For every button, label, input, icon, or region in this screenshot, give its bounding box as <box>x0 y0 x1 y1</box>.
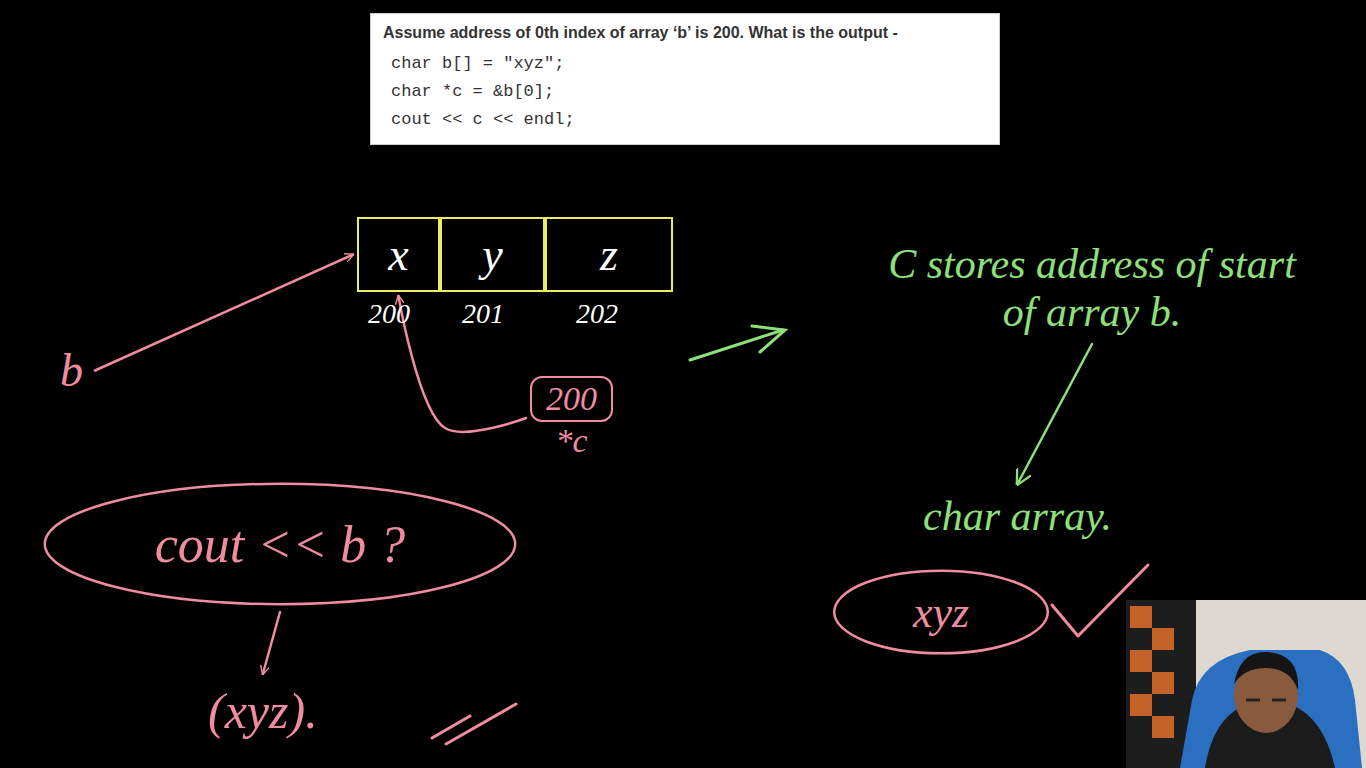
node-text: Assume address of 0th index of array ‘b’… <box>383 22 985 44</box>
connector-arrow <box>399 296 527 432</box>
node-text: 200 <box>530 376 613 422</box>
node-text: C stores address of start of array b. <box>870 240 1314 336</box>
array-cell: y <box>440 217 545 292</box>
node-text: xyz <box>913 587 969 638</box>
node-text: x <box>388 228 408 281</box>
question-ellipse: cout << b ? <box>40 480 520 608</box>
tick-mark <box>432 704 516 744</box>
node-subtext: *c <box>555 422 587 460</box>
node-subtext: cout << c << endl; <box>383 106 985 134</box>
node-text: b <box>60 344 83 397</box>
webcam-inset <box>1126 600 1366 768</box>
node-subtext: char b[] = "xyz"; <box>383 50 985 78</box>
node-text: z <box>600 228 618 281</box>
explanation-note: char array. <box>915 488 1120 544</box>
connector-arrow <box>263 612 280 674</box>
answer-text: (xyz). <box>200 678 326 744</box>
answer-ellipse: xyz <box>832 568 1050 656</box>
explanation-note: C stores address of start of array b. <box>862 236 1322 340</box>
array-cell: x <box>357 217 440 292</box>
code-question-box: Assume address of 0th index of array ‘b’… <box>370 13 1000 145</box>
node-subtext: char *c = &b[0]; <box>383 78 985 106</box>
array-cell: z <box>545 217 673 292</box>
connector-arrow <box>95 255 353 371</box>
connector-arrow <box>1018 344 1093 484</box>
pointer-box: 200*c <box>530 376 613 460</box>
address-label: 200 <box>368 298 410 330</box>
address-label: 201 <box>462 298 504 330</box>
array-name: b <box>52 340 91 401</box>
node-text: (xyz). <box>208 682 318 740</box>
node-text: cout << b ? <box>155 515 406 574</box>
node-text: char array. <box>923 492 1112 540</box>
node-text: y <box>482 228 502 281</box>
arrow-head <box>752 326 785 352</box>
address-label: 202 <box>576 298 618 330</box>
